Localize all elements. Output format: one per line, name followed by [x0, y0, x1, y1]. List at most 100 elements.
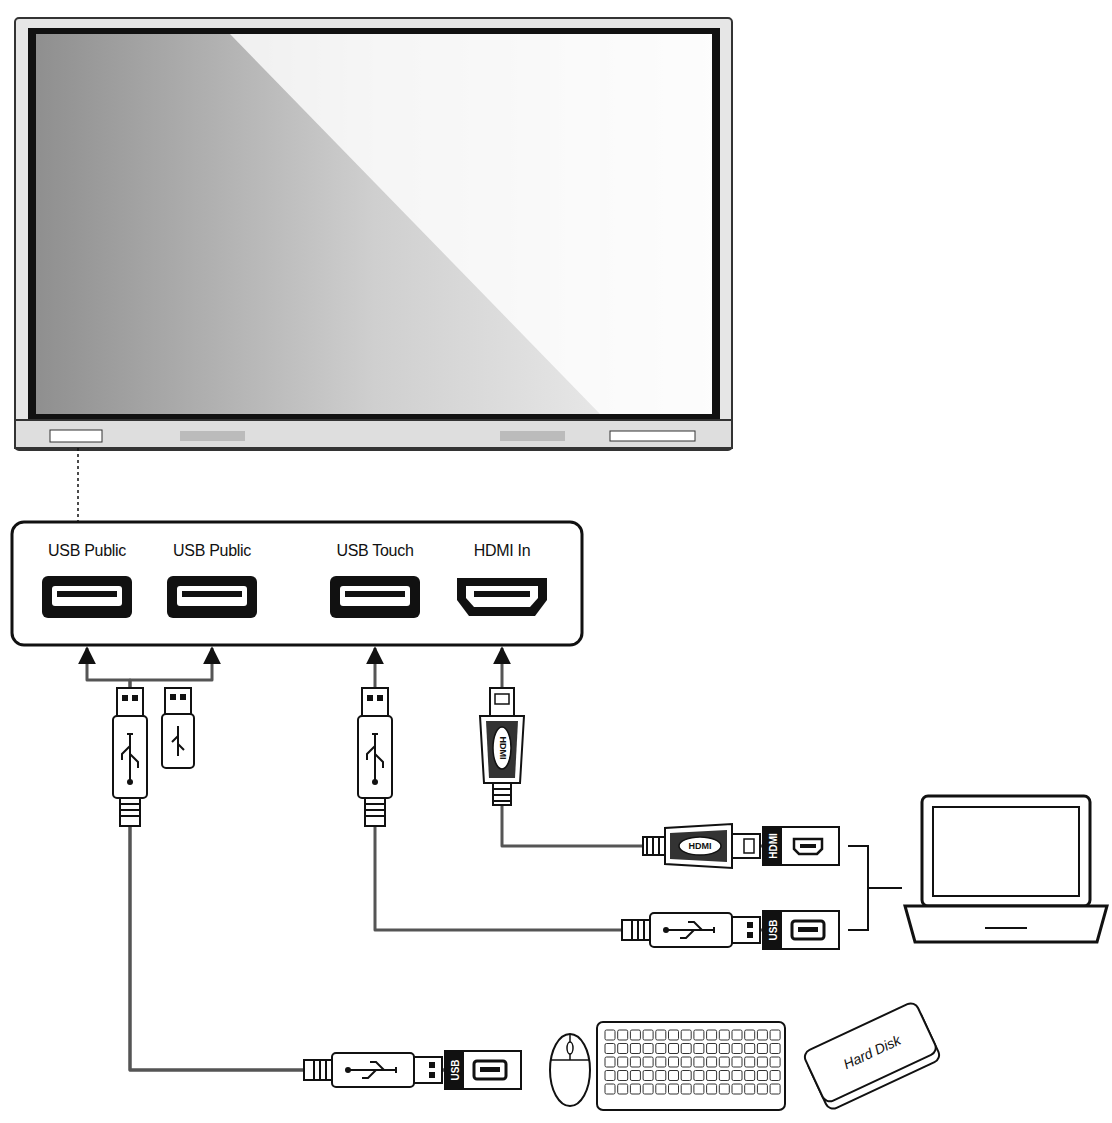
keyboard — [597, 1022, 785, 1110]
panel-port: USB Public — [157, 538, 267, 648]
key — [630, 1071, 640, 1081]
key — [719, 1071, 729, 1081]
usb-socket — [792, 921, 824, 939]
cable — [87, 648, 444, 1070]
key — [770, 1030, 780, 1040]
key — [669, 1030, 679, 1040]
key — [707, 1084, 717, 1094]
key — [681, 1030, 691, 1040]
key — [643, 1044, 653, 1054]
key — [719, 1044, 729, 1054]
key — [605, 1084, 615, 1094]
usb-socket — [474, 1061, 506, 1079]
port-label: HDMI In — [447, 538, 557, 560]
key — [719, 1057, 729, 1067]
key — [770, 1057, 780, 1067]
usb-plug — [304, 1053, 442, 1087]
usb-stick — [162, 688, 194, 768]
device-label: Hard Disk — [841, 1033, 903, 1072]
key — [694, 1044, 704, 1054]
port-label: USB Public — [32, 538, 142, 560]
key — [694, 1071, 704, 1081]
laptop — [905, 796, 1107, 942]
key — [770, 1044, 780, 1054]
plug-marking: HDMI — [498, 737, 507, 760]
hard-disk — [802, 1001, 941, 1111]
bracket — [848, 846, 902, 930]
key — [745, 1044, 755, 1054]
key — [630, 1030, 640, 1040]
socket-tongue — [800, 844, 816, 848]
key — [643, 1057, 653, 1067]
key — [656, 1084, 666, 1094]
key — [643, 1071, 653, 1081]
hdmi-socket — [794, 839, 822, 854]
key — [618, 1044, 628, 1054]
key — [669, 1044, 679, 1054]
key — [630, 1044, 640, 1054]
label-strip: HDMI — [764, 828, 782, 864]
key — [707, 1030, 717, 1040]
key — [732, 1030, 742, 1040]
panel-port: HDMI In — [447, 538, 557, 648]
key — [630, 1057, 640, 1067]
key — [618, 1071, 628, 1081]
key — [745, 1084, 755, 1094]
key — [757, 1030, 767, 1040]
key — [618, 1084, 628, 1094]
socket-tongue — [480, 1067, 500, 1072]
cable — [130, 648, 444, 1070]
port-label: USB Public — [157, 538, 267, 560]
key — [732, 1084, 742, 1094]
key — [694, 1030, 704, 1040]
key — [745, 1030, 755, 1040]
key — [770, 1084, 780, 1094]
panel-port: USB Public — [32, 538, 142, 648]
key — [707, 1057, 717, 1067]
hdmi-plug — [643, 824, 760, 868]
device-port-block: USB — [762, 910, 840, 950]
key — [757, 1044, 767, 1054]
port-panel — [12, 522, 582, 645]
key — [745, 1057, 755, 1067]
connector-label: USB — [450, 1059, 461, 1080]
key — [732, 1071, 742, 1081]
key — [694, 1057, 704, 1067]
cable — [375, 648, 762, 930]
key — [656, 1044, 666, 1054]
key — [681, 1057, 691, 1067]
usb-plug — [358, 688, 392, 826]
key — [669, 1057, 679, 1067]
key — [707, 1044, 717, 1054]
label-strip: USB — [446, 1052, 464, 1088]
usb-port — [42, 576, 132, 618]
socket-icon — [780, 828, 836, 864]
key — [707, 1071, 717, 1081]
key — [605, 1044, 615, 1054]
plug-marking: HDMI — [689, 842, 712, 851]
label-strip: USB — [764, 912, 782, 948]
key — [719, 1084, 729, 1094]
device-port-block: HDMI — [762, 826, 840, 866]
leader-line — [77, 448, 79, 522]
key — [656, 1057, 666, 1067]
cable — [502, 648, 762, 846]
key — [757, 1084, 767, 1094]
key — [732, 1057, 742, 1067]
key — [681, 1044, 691, 1054]
socket-icon — [780, 912, 836, 948]
key — [618, 1057, 628, 1067]
key — [605, 1057, 615, 1067]
key — [757, 1057, 767, 1067]
mouse — [550, 1034, 590, 1106]
key — [643, 1084, 653, 1094]
key — [618, 1030, 628, 1040]
hdmi-port — [457, 578, 547, 616]
port-label: USB Touch — [320, 538, 430, 560]
connector-label: USB — [768, 919, 779, 940]
key — [757, 1071, 767, 1081]
key — [630, 1084, 640, 1094]
